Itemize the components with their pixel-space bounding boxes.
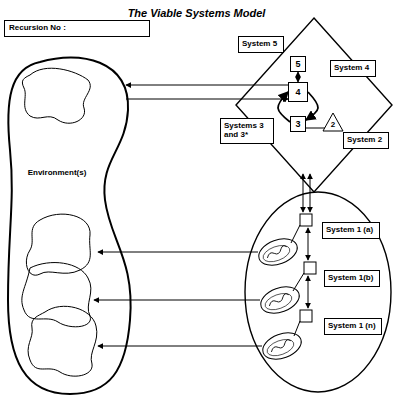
management-diamond <box>236 18 392 192</box>
node-text: System 4 <box>334 63 372 72</box>
environment-outline <box>4 54 134 396</box>
node-text: Recursion No : <box>9 23 145 32</box>
channel-arrow <box>303 174 304 212</box>
channel-arrow <box>308 228 309 260</box>
system-label: System 1(b) <box>324 270 380 287</box>
operation-inner <box>261 242 292 265</box>
link-line <box>293 273 304 291</box>
connector-arrow <box>126 99 288 100</box>
operation-ellipse <box>255 234 301 270</box>
node-text: 2 <box>322 120 344 129</box>
node-text: System 1 (n) <box>328 321 378 330</box>
node-text: Environment(s) <box>4 168 110 177</box>
environment-region <box>28 306 97 376</box>
connector-arrow <box>306 128 325 129</box>
diagram-title: The Viable Systems Model <box>128 7 266 19</box>
environment-arrow <box>94 300 260 301</box>
system-box: 4 <box>288 82 308 102</box>
operation-unit <box>257 282 303 318</box>
operation-unit <box>259 328 305 364</box>
node-text: System 1 (a) <box>326 225 376 234</box>
environment-arrow <box>98 346 262 347</box>
operation-inner <box>265 336 296 359</box>
environment-region <box>22 263 91 327</box>
operation-unit <box>255 234 301 270</box>
system-triangle: 2 <box>322 112 344 132</box>
operation-ellipse <box>259 328 305 364</box>
environment-region <box>22 68 90 123</box>
operation-squiggle <box>267 293 290 306</box>
node-text: 3 <box>295 119 300 129</box>
operation-squiggle <box>269 339 292 352</box>
operation-inner <box>263 290 294 313</box>
system-box: 5 <box>290 56 306 72</box>
node-text: Systems 3 and 3* <box>224 121 270 139</box>
operation-squiggle <box>265 245 288 258</box>
system-label: System 2 <box>343 132 389 149</box>
node-text: System 5 <box>242 39 280 48</box>
channel-arrow <box>308 276 309 308</box>
link-line <box>291 225 300 243</box>
system-label: System 5 <box>238 36 284 53</box>
system-label: Systems 3 and 3* <box>220 118 274 144</box>
environment-region <box>26 214 90 275</box>
node-text: 5 <box>295 59 300 69</box>
connector-arrow <box>126 85 288 86</box>
management-square <box>300 214 312 226</box>
node-text: System 2 <box>347 135 385 144</box>
connector-arrow <box>298 72 299 82</box>
system-label: System 1 (a) <box>322 222 380 239</box>
node-text: System 1(b) <box>328 273 376 282</box>
environment-blob: Environment(s) <box>4 54 134 396</box>
system-label: System 1 (n) <box>324 318 382 335</box>
system-label: System 4 <box>330 60 376 77</box>
channel-arrow <box>310 174 311 212</box>
operations-ellipse <box>245 192 391 392</box>
title-bar: The Viable Systems Model <box>0 3 393 21</box>
management-square <box>300 310 312 322</box>
node-text: 4 <box>295 87 300 97</box>
management-square <box>304 262 316 274</box>
system-box: 3 <box>290 116 306 132</box>
environment-outline-path <box>8 57 131 394</box>
recursion-box: Recursion No : <box>4 20 150 37</box>
link-line <box>294 321 300 336</box>
triangle-shape <box>323 113 343 131</box>
operation-ellipse <box>257 282 303 318</box>
